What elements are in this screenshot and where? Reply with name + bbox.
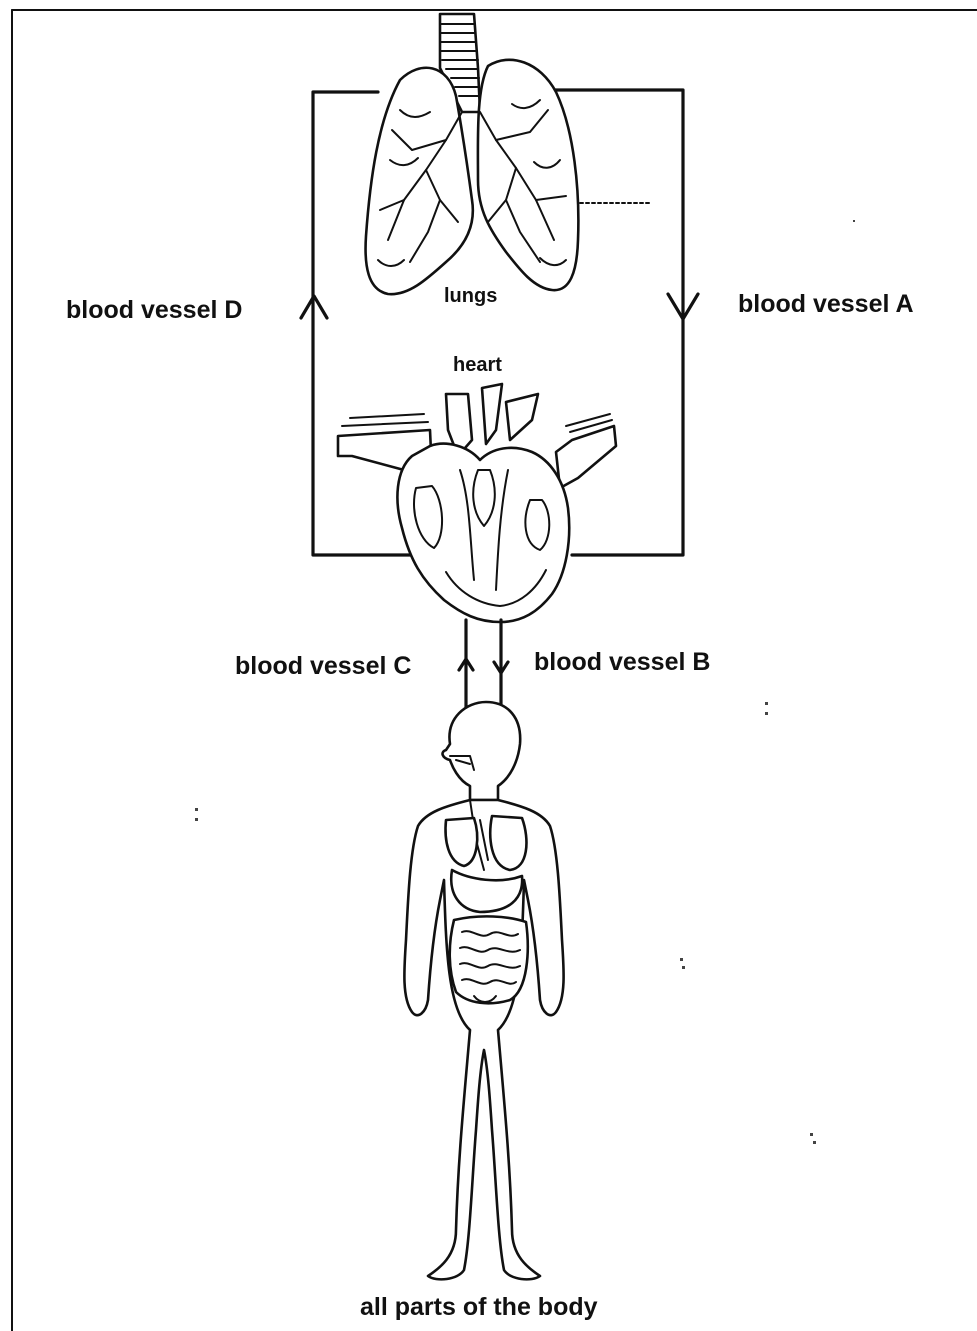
left-lung — [366, 68, 473, 294]
scan-specks — [195, 220, 855, 1144]
label-blood-vessel-d: blood vessel D — [66, 296, 242, 324]
human-body-illustration — [404, 702, 563, 1279]
label-blood-vessel-c: blood vessel C — [235, 652, 411, 680]
label-heart: heart — [453, 354, 502, 376]
right-lung — [478, 60, 578, 290]
label-blood-vessel-a: blood vessel A — [738, 290, 914, 318]
lungs-illustration — [366, 14, 650, 294]
label-all-parts-of-the-body: all parts of the body — [360, 1293, 598, 1321]
body-outline — [404, 800, 563, 1279]
label-lungs: lungs — [444, 285, 497, 307]
label-blood-vessel-b: blood vessel B — [534, 648, 710, 676]
